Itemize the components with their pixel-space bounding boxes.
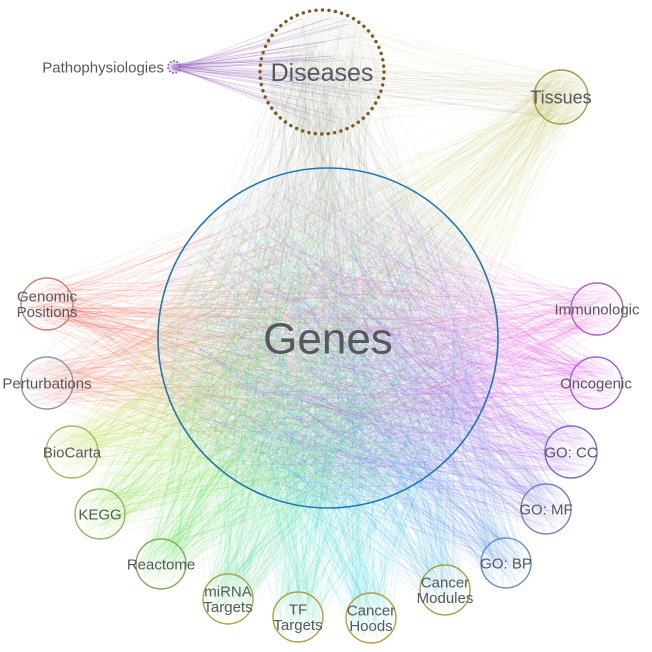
edges-kegg-genes	[76, 176, 474, 538]
edges-biocarta-genes	[48, 175, 483, 496]
node-oncogenic[interactable]	[569, 356, 623, 410]
edges-perturbations-genes	[23, 184, 479, 487]
label-tissues: Tissues	[530, 87, 591, 107]
label-kegg: KEGG	[78, 506, 121, 523]
label-diseases: Diseases	[271, 59, 374, 87]
node-go_cc[interactable]	[544, 425, 598, 479]
edges-go_mf-genes	[185, 183, 569, 533]
node-mirna_targets[interactable]	[202, 573, 254, 625]
edges-cancer_hoods-genes	[175, 187, 489, 641]
node-reactome[interactable]	[135, 538, 187, 590]
label-go_cc: GO: CC	[544, 444, 598, 461]
label-biocarta: BioCarta	[43, 444, 102, 461]
label-immunologic: Immunologic	[554, 301, 640, 318]
node-cancer_modules[interactable]	[419, 564, 471, 616]
edges-mirna_targets-genes	[166, 182, 477, 622]
edges-tissues-genes	[187, 71, 585, 488]
edges-genomic_positions-genes	[24, 175, 490, 494]
node-kegg[interactable]	[74, 488, 126, 540]
node-genomic_positions[interactable]	[20, 277, 74, 331]
edges-tf_targets-genes	[166, 179, 493, 640]
label-go_mf: GO: MF	[519, 501, 572, 518]
node-go_mf[interactable]	[520, 483, 572, 535]
edges-oncogenic-genes	[173, 176, 618, 490]
label-reactome: Reactome	[127, 556, 195, 573]
edges-reactome-genes	[137, 176, 488, 585]
node-diseases[interactable]	[258, 8, 386, 136]
edges-diseases-genes	[163, 15, 492, 503]
edges-pathophysiologies-tissues	[170, 63, 581, 119]
label-genes: Genes	[263, 314, 393, 363]
label-oncogenic: Oncogenic	[560, 375, 632, 392]
node-genes[interactable]	[157, 167, 499, 509]
node-biocarta[interactable]	[45, 425, 99, 479]
node-go_bp[interactable]	[480, 537, 532, 589]
node-cancer_hoods[interactable]	[345, 592, 397, 644]
label-pathophysiologies: Pathophysiologies	[42, 59, 164, 76]
label-perturbations: Perturbations	[2, 375, 91, 392]
label-go_bp: GO: BP	[480, 555, 532, 572]
edges-go_bp-genes	[165, 176, 529, 586]
edge-bundles	[23, 14, 621, 641]
node-pathophysiologies[interactable]	[167, 60, 181, 74]
node-tissues[interactable]	[533, 69, 589, 125]
nodes	[20, 8, 624, 644]
node-perturbations[interactable]	[20, 356, 74, 410]
edges-pathophysiologies-diseases	[170, 17, 367, 124]
node-tf_targets[interactable]	[272, 591, 324, 643]
edges-go_cc-genes	[167, 178, 593, 490]
node-immunologic[interactable]	[570, 282, 624, 336]
edges-cancer_modules-genes	[163, 179, 474, 611]
edges-immunologic-genes	[168, 182, 621, 497]
